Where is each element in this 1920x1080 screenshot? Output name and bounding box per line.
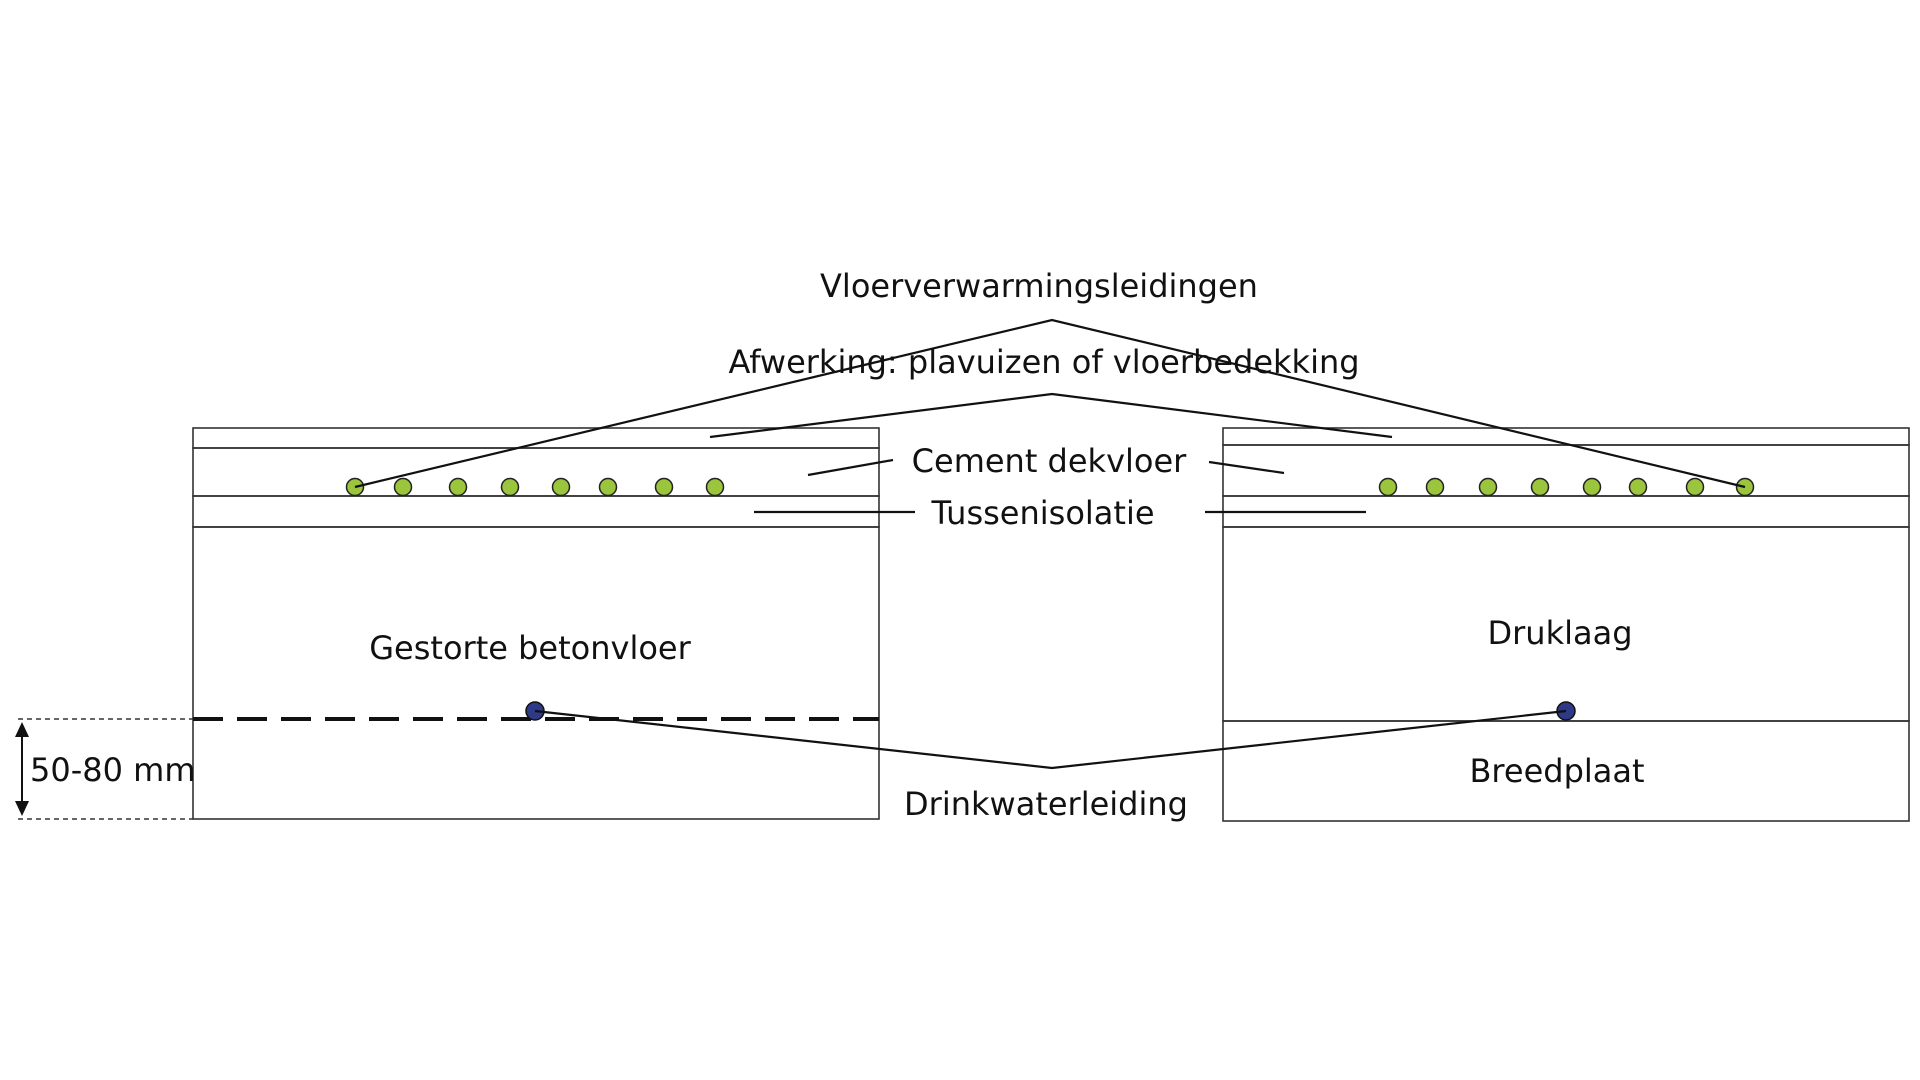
heating-pipe [1530,477,1550,497]
heating-pipe [1628,477,1648,497]
left-heating-pipes [345,477,725,497]
label-poured-concrete-floor: Gestorte betonvloer [369,629,691,667]
right-heating-pipes [1378,477,1755,497]
label-wide-slab: Breedplaat [1469,752,1644,790]
label-depth-range: 50-80 mm [30,751,196,789]
right-finish-layer [1222,427,1910,446]
heating-pipes-leader [354,318,1746,489]
heating-pipe [1425,477,1445,497]
dimension-arrow-down-icon [15,801,29,816]
cement-screed-leader-left [807,458,894,477]
label-intermediate-insulation: Tussenisolatie [930,494,1154,532]
heating-pipe [705,477,725,497]
cement-screed-leader-right [1208,460,1285,475]
heating-pipe [598,477,618,497]
labels: Vloerverwarmingsleidingen Afwerking: pla… [30,267,1645,823]
heating-pipe [1378,477,1398,497]
heating-pipe [551,477,571,497]
label-finish: Afwerking: plavuizen of vloerbedekking [728,343,1359,381]
left-finish-layer [192,427,880,449]
right-wide-slab-layer [1222,720,1910,822]
label-drinking-water-pipe: Drinkwaterleiding [904,785,1188,823]
depth-dimension [15,718,193,820]
heating-pipe [448,477,468,497]
left-cement-screed-layer [192,447,880,497]
heating-pipe [393,477,413,497]
left-concrete-layer [192,526,880,820]
label-underfloor-heating-pipes: Vloerverwarmingsleidingen [820,267,1258,305]
right-cement-screed-layer [1222,444,1910,497]
dimension-arrow-up-icon [15,722,29,737]
heating-pipe [500,477,520,497]
right-floor-section [1222,427,1910,822]
heating-pipe [1582,477,1602,497]
heating-pipe [1685,477,1705,497]
label-compression-layer: Druklaag [1487,614,1632,652]
water-pipe-leader [534,709,1567,770]
left-floor-section [192,427,880,820]
heating-pipe [654,477,674,497]
leader-lines [354,318,1746,770]
label-cement-screed: Cement dekvloer [912,442,1188,480]
heating-pipe [1478,477,1498,497]
finish-leader [709,392,1393,439]
